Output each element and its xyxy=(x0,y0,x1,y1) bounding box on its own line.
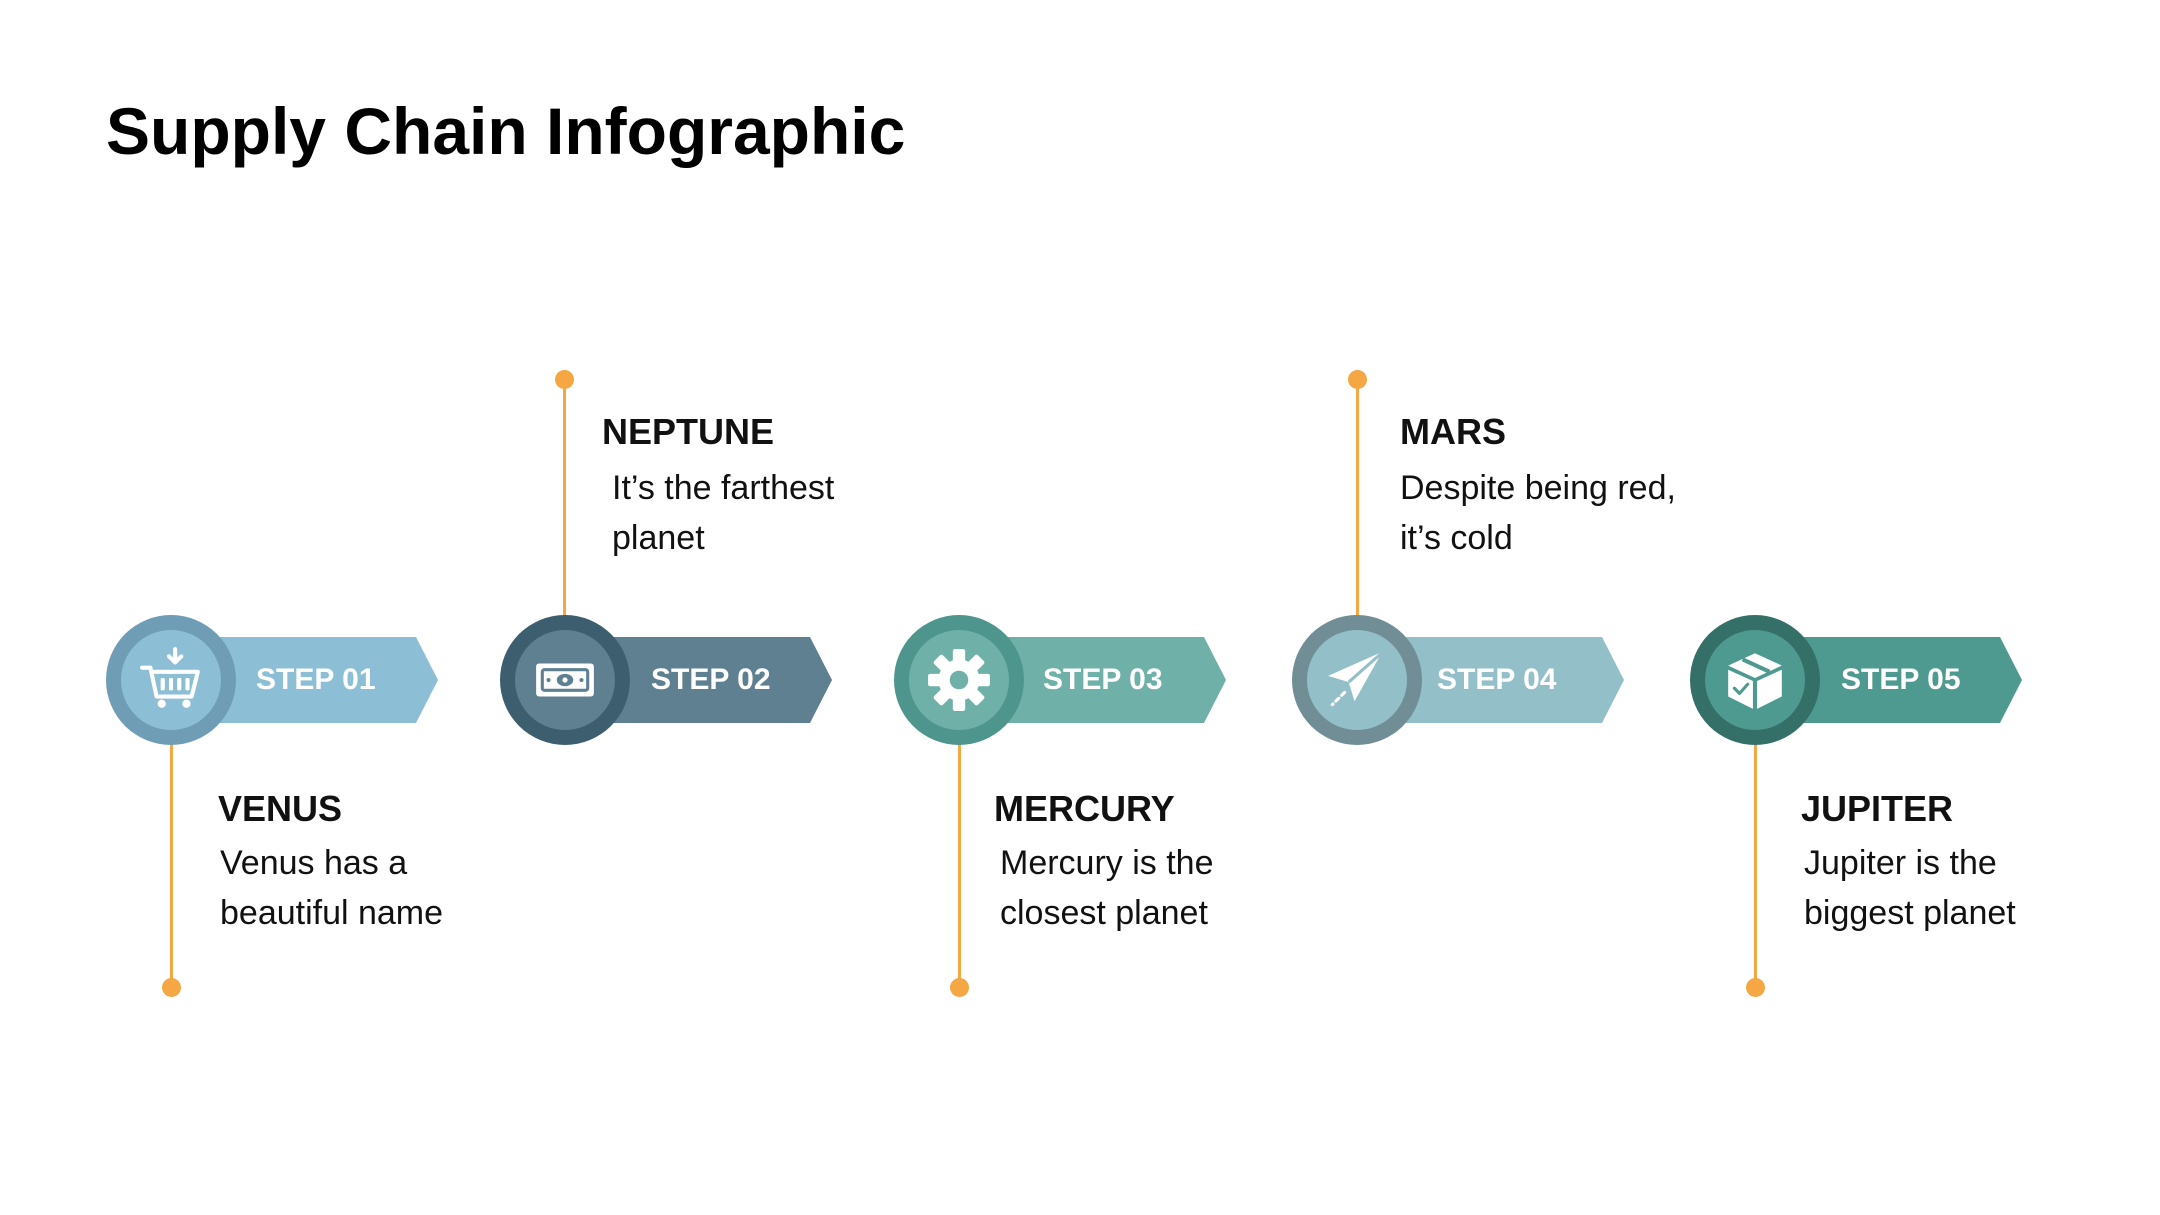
step-3-label: STEP 03 xyxy=(1043,663,1163,696)
paper-plane-icon xyxy=(1328,649,1385,707)
step-3-end-dot xyxy=(950,978,969,997)
step-3-icon-circle xyxy=(894,615,1024,745)
step-4-description-line-2: it’s cold xyxy=(1400,519,1513,557)
step-4-icon-circle-inner xyxy=(1307,630,1407,730)
step-3-icon-circle-inner xyxy=(909,630,1009,730)
step-3-arrow xyxy=(1004,637,1226,723)
step-1-description: Venus has a beautiful name xyxy=(220,838,550,938)
step-2-arrow xyxy=(610,637,832,723)
step-2-icon-circle xyxy=(500,615,630,745)
step-3-description: Mercury is the closest planet xyxy=(1000,838,1330,938)
step-1-end-dot xyxy=(162,978,181,997)
step-1-description-line-2: beautiful name xyxy=(220,894,444,932)
step-5-end-dot xyxy=(1746,978,1765,997)
step-5-label: STEP 05 xyxy=(1841,663,1961,696)
step-1-icon-circle-inner xyxy=(121,630,221,730)
step-5-description-line-2: biggest planet xyxy=(1804,894,2016,932)
gear-icon xyxy=(928,649,990,711)
step-2-description-line-1: It’s the farthest xyxy=(612,469,835,507)
step-4-description: Despite being red, it’s cold xyxy=(1400,463,1730,563)
step-2-connector xyxy=(563,380,566,620)
money-bill-icon xyxy=(536,663,594,697)
shopping-cart-icon xyxy=(140,647,200,708)
step-5-description: Jupiter is the biggest planet xyxy=(1804,838,2134,938)
step-3-heading: MERCURY xyxy=(994,788,1175,829)
step-2-description-line-2: planet xyxy=(612,519,705,557)
step-2-icon-circle-inner xyxy=(515,630,615,730)
step-1-heading: VENUS xyxy=(218,788,343,829)
step-2-end-dot xyxy=(555,370,574,389)
step-1-connector xyxy=(170,735,173,990)
step-2-description: It’s the farthest planet xyxy=(612,463,942,563)
step-3-description-line-2: closest planet xyxy=(1000,894,1208,932)
step-4-end-dot xyxy=(1348,370,1367,389)
step-5-description-line-1: Jupiter is the xyxy=(1804,844,1997,882)
step-4-label: STEP 04 xyxy=(1437,663,1557,696)
step-3-connector xyxy=(958,735,961,990)
step-5-icon-circle-inner xyxy=(1705,630,1805,730)
step-5-heading: JUPITER xyxy=(1801,788,1954,829)
step-2-heading: NEPTUNE xyxy=(602,411,775,452)
step-4-description-line-1: Despite being red, xyxy=(1400,469,1676,507)
step-3-description-line-1: Mercury is the xyxy=(1000,844,1214,882)
package-box-icon xyxy=(1728,653,1782,709)
step-4-icon-circle xyxy=(1292,615,1422,745)
step-4-heading: MARS xyxy=(1400,411,1506,452)
step-1-arrow xyxy=(216,637,438,723)
step-1-description-line-1: Venus has a xyxy=(220,844,408,882)
step-5-icon-circle xyxy=(1690,615,1820,745)
step-2-label: STEP 02 xyxy=(651,663,771,696)
step-1-label: STEP 01 xyxy=(256,663,376,696)
step-4-connector xyxy=(1356,380,1359,620)
page-title: Supply Chain Infographic xyxy=(106,94,906,168)
step-1-icon-circle xyxy=(106,615,236,745)
step-4-arrow xyxy=(1402,637,1624,723)
step-5-connector xyxy=(1754,735,1757,990)
step-5-arrow xyxy=(1800,637,2022,723)
